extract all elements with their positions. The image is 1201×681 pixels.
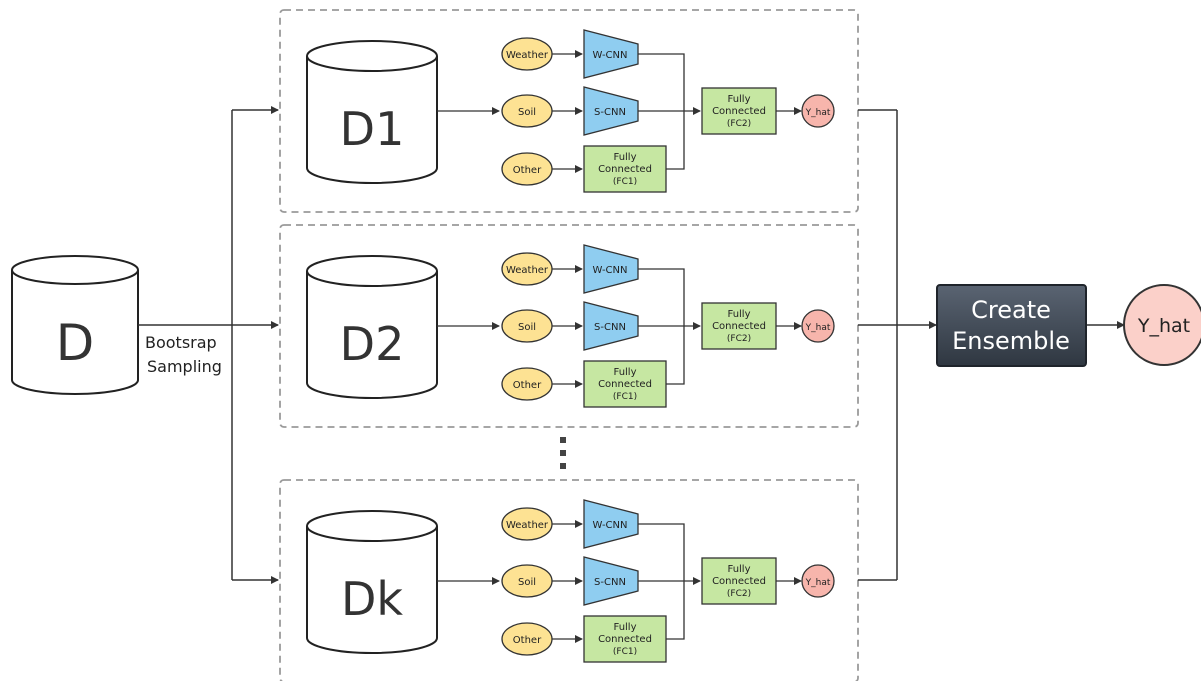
branch-yhat-label: Y_hat xyxy=(805,578,831,588)
fc1-label-line: (FC1) xyxy=(613,177,637,187)
weather-input: Weather xyxy=(501,252,553,286)
s-cnn-block: S-CNN xyxy=(583,301,639,351)
bootstrap-connectors xyxy=(138,106,279,584)
other-input: Other xyxy=(501,622,553,656)
fc1-label-line: Connected xyxy=(598,379,652,390)
source-database: D xyxy=(11,255,139,395)
w-cnn-block: W-CNN xyxy=(583,499,639,549)
soil-input: Soil xyxy=(501,94,553,128)
create-ensemble-line1: Create xyxy=(971,296,1051,324)
weather-input: Weather xyxy=(501,507,553,541)
bootstrap-label-line2: Sampling xyxy=(147,357,222,376)
s-cnn-block: S-CNN xyxy=(583,556,639,606)
branch-yhat-node: Y_hat xyxy=(801,309,835,343)
fc1-label-line: Fully xyxy=(613,152,636,163)
fc2-label-line: Fully xyxy=(727,309,750,320)
other-input-label: Other xyxy=(513,165,542,176)
weather-input-label: Weather xyxy=(506,520,549,531)
s-cnn-block-label: S-CNN xyxy=(594,577,626,588)
fc1-label-line: Fully xyxy=(613,622,636,633)
fc1-label-line: (FC1) xyxy=(613,647,637,657)
branch-database: Dk xyxy=(306,510,438,654)
w-cnn-block-label: W-CNN xyxy=(592,520,627,531)
branch-yhat-node: Y_hat xyxy=(801,564,835,598)
s-cnn-block: S-CNN xyxy=(583,86,639,136)
w-cnn-block: W-CNN xyxy=(583,244,639,294)
soil-input-label: Soil xyxy=(518,577,536,588)
fc2-label-line: (FC2) xyxy=(727,334,751,344)
soil-input-label: Soil xyxy=(518,322,536,333)
source-database-label: D xyxy=(56,314,95,372)
ensemble-connectors xyxy=(858,109,1125,581)
fc2-label-line: (FC2) xyxy=(727,119,751,129)
branch-yhat-label: Y_hat xyxy=(805,108,831,118)
other-input: Other xyxy=(501,367,553,401)
other-input-label: Other xyxy=(513,380,542,391)
create-ensemble-line2: Ensemble xyxy=(952,327,1070,355)
w-cnn-block-label: W-CNN xyxy=(592,265,627,276)
fc2-label-line: Fully xyxy=(727,564,750,575)
branch-database-label: Dk xyxy=(341,572,403,626)
weather-input-label: Weather xyxy=(506,265,549,276)
soil-input: Soil xyxy=(501,564,553,598)
branch-1: D1WeatherSoilOtherW-CNNS-CNNFullyConnect… xyxy=(279,9,859,213)
fc2-label-line: Fully xyxy=(727,94,750,105)
branch-yhat-node: Y_hat xyxy=(801,94,835,128)
weather-input: Weather xyxy=(501,37,553,71)
final-output-node: Y_hat xyxy=(1123,284,1201,366)
fc2-label-line: Connected xyxy=(712,106,766,117)
branch-database: D2 xyxy=(306,255,438,399)
branch-connectors xyxy=(437,265,802,388)
fc2-label-line: (FC2) xyxy=(727,589,751,599)
branch-frame xyxy=(279,479,859,681)
w-cnn-block-label: W-CNN xyxy=(592,50,627,61)
w-cnn-block: W-CNN xyxy=(583,29,639,79)
fc2-label-line: Connected xyxy=(712,576,766,587)
branch-frame xyxy=(279,224,859,428)
branch-2: D2WeatherSoilOtherW-CNNS-CNNFullyConnect… xyxy=(279,224,859,428)
fc1-label-line: (FC1) xyxy=(613,392,637,402)
ellipsis-dots xyxy=(560,437,566,469)
branch-connectors xyxy=(437,50,802,173)
branch-connectors xyxy=(437,520,802,643)
branch-3: DkWeatherSoilOtherW-CNNS-CNNFullyConnect… xyxy=(279,479,859,681)
other-input-label: Other xyxy=(513,635,542,646)
weather-input-label: Weather xyxy=(506,50,549,61)
soil-input: Soil xyxy=(501,309,553,343)
bootstrap-label-line1: Bootsrap xyxy=(145,333,217,352)
final-output-label: Y_hat xyxy=(1137,315,1190,337)
branch-database: D1 xyxy=(306,40,438,184)
branch-frame xyxy=(279,9,859,213)
soil-input-label: Soil xyxy=(518,107,536,118)
fc1-label-line: Connected xyxy=(598,634,652,645)
fc2-label-line: Connected xyxy=(712,321,766,332)
s-cnn-block-label: S-CNN xyxy=(594,322,626,333)
branch-yhat-label: Y_hat xyxy=(805,323,831,333)
s-cnn-block-label: S-CNN xyxy=(594,107,626,118)
create-ensemble-box: Create Ensemble xyxy=(936,284,1087,367)
other-input: Other xyxy=(501,152,553,186)
branch-database-label: D1 xyxy=(340,102,405,156)
branch-database-label: D2 xyxy=(340,317,405,371)
fc1-label-line: Connected xyxy=(598,164,652,175)
fc1-label-line: Fully xyxy=(613,367,636,378)
